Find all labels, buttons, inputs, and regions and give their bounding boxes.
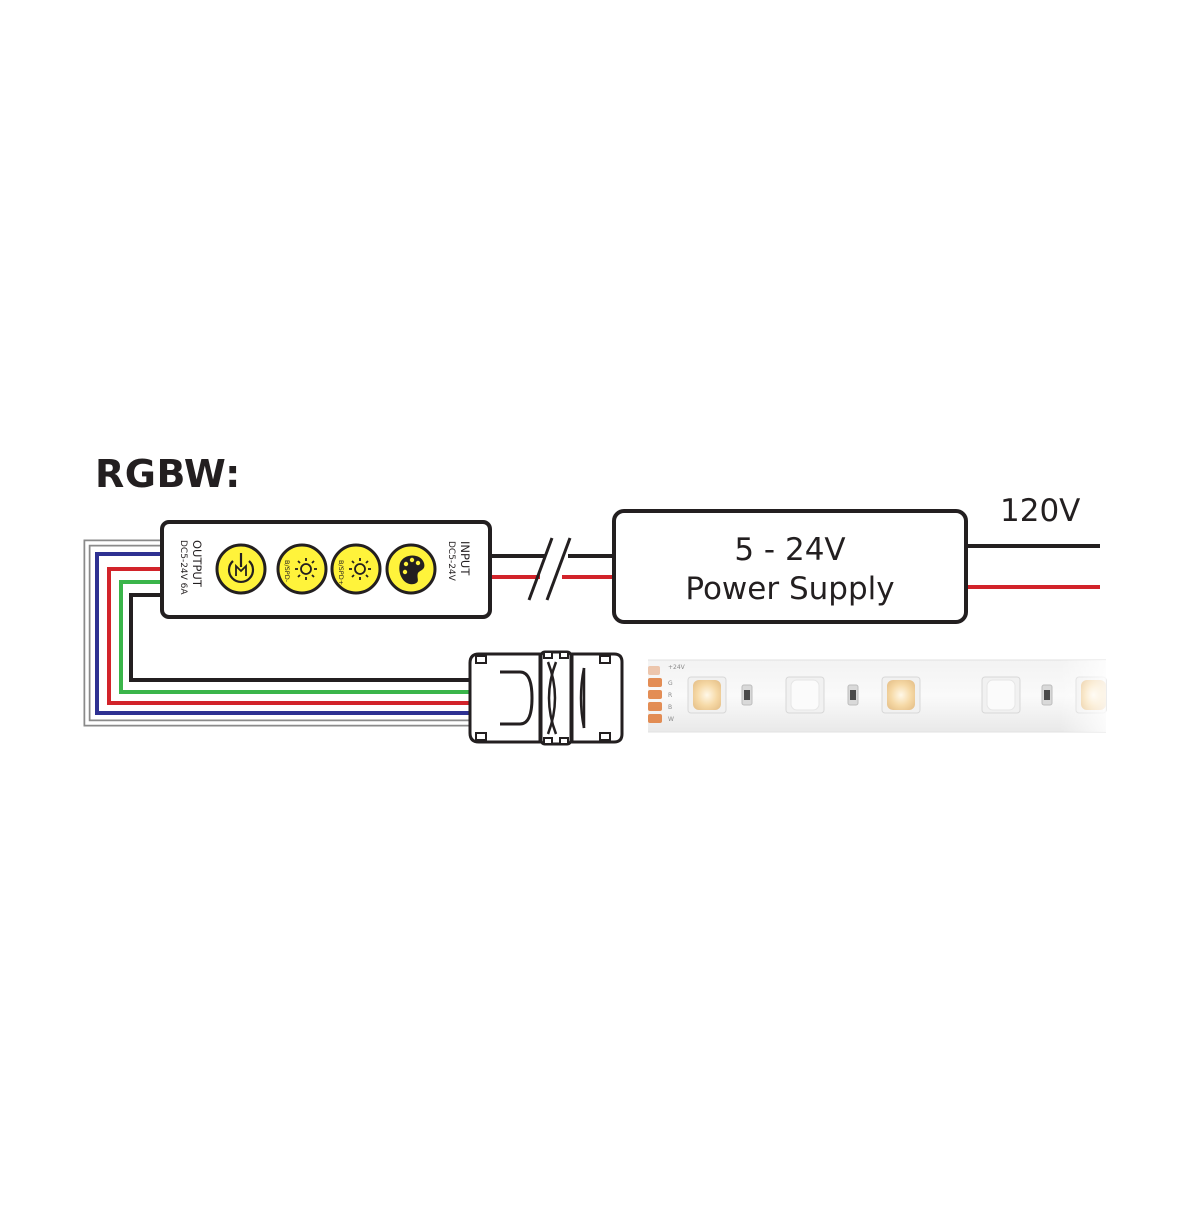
wire-black <box>129 593 476 682</box>
pad-label-24v: +24V <box>668 664 686 671</box>
power-supply-box <box>612 509 968 624</box>
resistor <box>847 684 859 706</box>
rgbw-controller: OUTPUT DC5-24V 6A INPUT DC5-24V <box>160 520 492 619</box>
color-button[interactable] <box>385 543 437 595</box>
controller-input-spec: DC5-24V <box>446 541 456 582</box>
led-strip: +24V G R B W <box>648 659 1107 733</box>
led-chip <box>785 676 825 714</box>
pad-label-w: W <box>668 716 674 723</box>
diagram-title: RGBW: <box>95 452 241 496</box>
strip-connector <box>468 650 624 746</box>
mains-voltage-label: 120V <box>1000 493 1081 529</box>
pad-label-r: R <box>668 692 672 699</box>
controller-output-label: OUTPUT <box>190 540 204 588</box>
pad-label-g: G <box>668 680 673 687</box>
mains-wires <box>966 544 1100 589</box>
resistor <box>741 684 753 706</box>
led-chip <box>687 676 727 714</box>
input-wires <box>490 537 614 601</box>
controller-input-label: INPUT <box>458 541 472 576</box>
wire-green <box>119 580 476 694</box>
brightness-speed-up-icon <box>349 558 371 580</box>
brightness-speed-down-button[interactable]: B/SPD- <box>276 543 328 595</box>
brightness-speed-down-icon <box>295 558 317 580</box>
wire-blue <box>95 552 476 715</box>
power-supply-label: Power Supply <box>685 571 895 607</box>
button-label-up: B/SPD+ <box>337 560 345 585</box>
wire-red <box>107 567 476 705</box>
led-chip <box>881 676 921 714</box>
output-wire-bundle <box>83 539 476 727</box>
resistor <box>1041 684 1053 706</box>
button-label-down: B/SPD- <box>283 560 291 583</box>
power-supply-voltage: 5 - 24V <box>734 532 846 568</box>
mode-button[interactable] <box>215 543 267 595</box>
power-mode-icon <box>227 553 255 583</box>
wire-break-mark <box>527 537 554 601</box>
strip-solder-pads <box>648 666 662 723</box>
led-chip <box>981 676 1021 714</box>
controller-output-spec: DC5-24V 6A <box>178 540 188 595</box>
pad-label-b: B <box>668 704 672 711</box>
color-palette-icon <box>399 555 425 585</box>
brightness-speed-up-button[interactable]: B/SPD+ <box>330 543 382 595</box>
